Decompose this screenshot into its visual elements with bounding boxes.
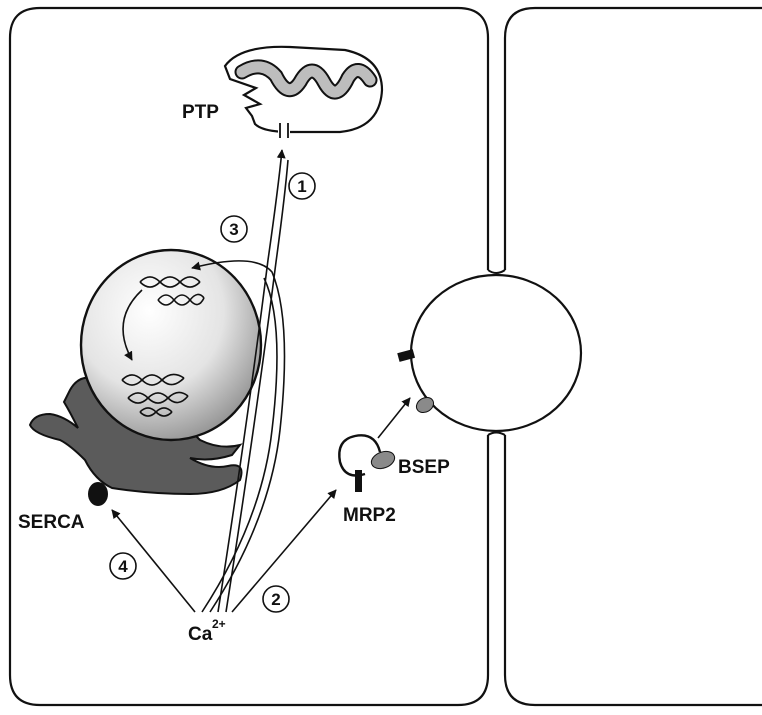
svg-text:4: 4 <box>118 557 128 576</box>
nucleus <box>79 248 263 442</box>
pathway-arrows <box>111 149 411 613</box>
mitochondrion <box>223 45 384 138</box>
step-marker-3: 3 <box>220 215 248 243</box>
ptp-label: PTP <box>182 102 219 123</box>
arrow-4-serca <box>111 509 196 613</box>
arrow-3-nucleus <box>191 260 286 613</box>
calcium-charge-label: 2+ <box>212 617 226 631</box>
svg-text:1: 1 <box>297 177 306 196</box>
step-marker-4: 4 <box>109 552 137 580</box>
arrow-vesicle-to-canaliculus <box>377 397 411 439</box>
svg-text:3: 3 <box>229 220 238 239</box>
serca-pump <box>88 482 108 506</box>
intracellular-vesicle <box>338 434 396 492</box>
vesicle-mrp2 <box>355 470 362 492</box>
calcium-label: Ca <box>188 624 213 645</box>
left-cell-membrane <box>8 6 490 707</box>
canalicular-bsep <box>415 396 435 414</box>
canalicular-mrp2 <box>397 349 416 362</box>
serca-label: SERCA <box>18 512 85 533</box>
right-cell-membrane <box>503 6 762 707</box>
arrow-1-mitochondria <box>217 149 286 613</box>
endoplasmic-reticulum <box>28 376 243 496</box>
tight-junction-top <box>487 269 506 274</box>
step-marker-1: 1 <box>288 172 316 200</box>
arrow-2-vesicle <box>231 489 337 613</box>
step-marker-2: 2 <box>262 585 290 613</box>
bsep-label: BSEP <box>398 457 450 478</box>
svg-text:2: 2 <box>271 590 280 609</box>
vesicle-bsep <box>370 450 396 470</box>
tight-junction-bottom <box>487 431 506 436</box>
mrp2-label: MRP2 <box>343 505 396 526</box>
bile-canaliculus <box>409 273 583 433</box>
